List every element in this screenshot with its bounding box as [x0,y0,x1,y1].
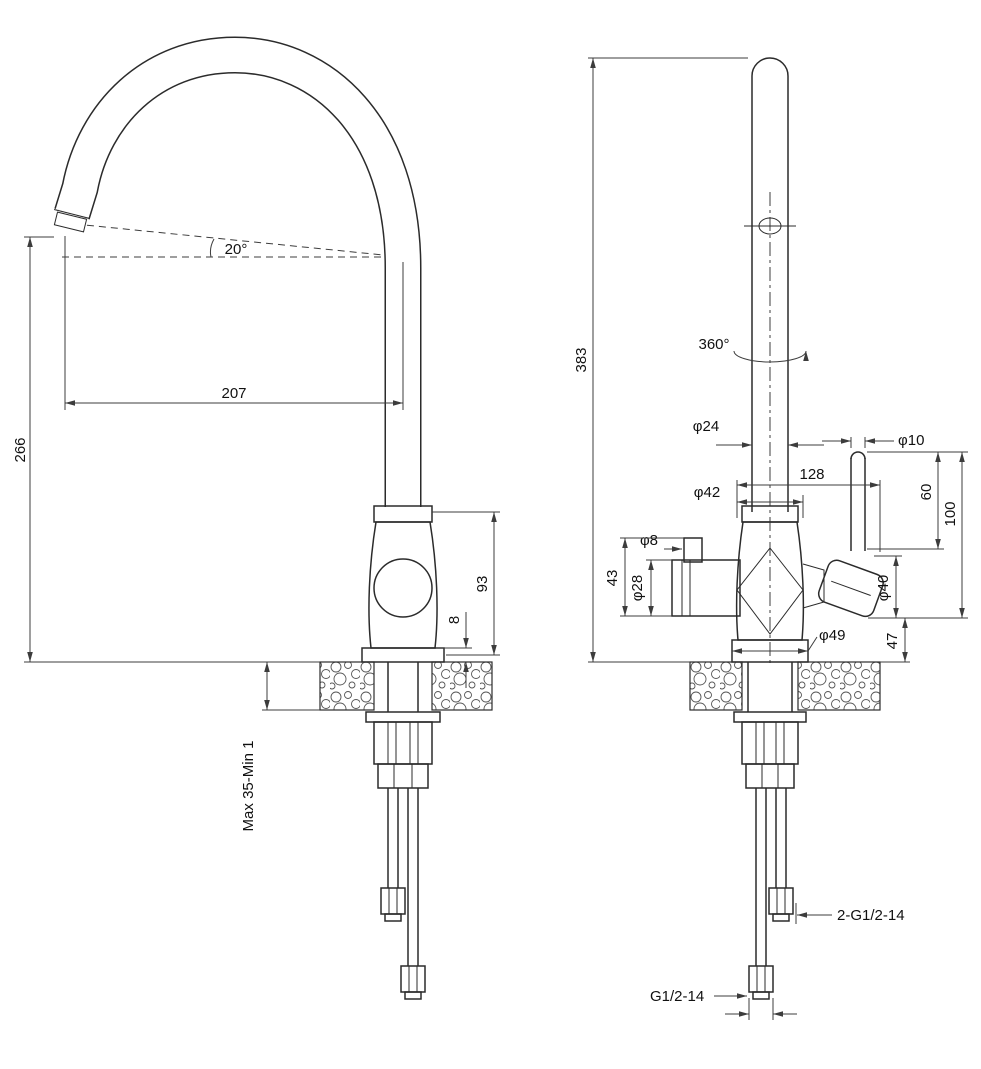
dim-outlet-hose-thread: G1/2-14 [650,988,704,1005]
countertop-left-side [689,661,743,711]
hose-short-nipple [384,913,402,922]
hose-long-nipple [404,991,422,1000]
handle-attachment [802,563,825,609]
front-view-structure [53,36,493,1000]
dim-base-plate-height: 8 [446,616,463,624]
aerator [53,211,88,233]
hose-long-nipple-side [752,991,770,1000]
dim-overall-height: 383 [573,347,590,372]
handle-lever-body [817,559,884,618]
mounting-washer-side [733,711,807,723]
riser-pipe [751,57,789,512]
base-plate [361,647,445,663]
dim-handle-stem-diameter: φ10 [898,432,924,449]
dim-handle-offset: 128 [799,466,824,483]
dim-cartridge-length: 43 [604,570,621,587]
swivel-arrow [733,350,809,363]
hose-long-nut [400,965,426,993]
dim-base-section-height: 47 [884,633,901,650]
countertop-right [431,661,493,711]
mounting-washer [365,711,441,723]
side-view-structure [671,57,884,1000]
reference-lines [62,192,771,664]
front-view-dimensions: 20° 207 266 93 8 Max 35-Min 1 [12,236,500,831]
countertop-left [319,661,375,711]
dim-body-diameter: φ42 [694,484,720,501]
dim-spout-height: 266 [12,437,29,462]
spout-tube-fill [55,37,420,507]
small-lever [683,537,703,563]
hose-short-nipple-side [772,913,790,922]
dim-counter-thickness: Max 35-Min 1 [240,741,257,832]
dim-handle-total-height: 100 [942,501,959,526]
dim-body-height: 93 [474,576,491,593]
side-view-dimensions: 383 360° φ24 128 φ42 φ10 60 100 φ8 φ28 [573,57,968,1020]
mounting-nut-side [745,763,795,789]
dim-swivel-angle: 360° [698,336,729,353]
dim-spout-angle: 20° [225,241,248,258]
mounting-bracket-side [741,721,799,765]
dim-cartridge-diameter: φ28 [629,575,646,601]
body-facets [736,547,804,635]
joint-ball [373,558,433,618]
hose-long-nut-side [748,965,774,993]
hose-short-nut-side [768,887,794,915]
dim-base-diameter: φ49 [819,627,845,644]
mounting-bracket [373,721,433,765]
dim-handle-stem-height: 60 [918,484,935,501]
dim-handle-body-diameter: φ40 [875,575,892,601]
angle-arc [209,238,215,258]
countertop-right-side [797,661,881,711]
mounting-nut [377,763,429,789]
handle-lever [817,559,884,618]
hose-short-nut [380,887,406,915]
dim-lever-diameter: φ8 [640,532,658,549]
spout-axis-reference-line [74,223,404,258]
dim-spout-reach: 207 [221,385,246,402]
dimension-leader [807,636,818,652]
neck-collar [373,505,433,523]
spout-tip-cap [53,209,91,219]
cartridge-housing [671,559,741,617]
handle-stem-cap [850,451,866,460]
dim-inlet-hose-threads: 2-G1/2-14 [837,907,905,924]
dim-spout-tube-diameter: φ24 [693,418,719,435]
handle-lever-line [831,580,871,596]
